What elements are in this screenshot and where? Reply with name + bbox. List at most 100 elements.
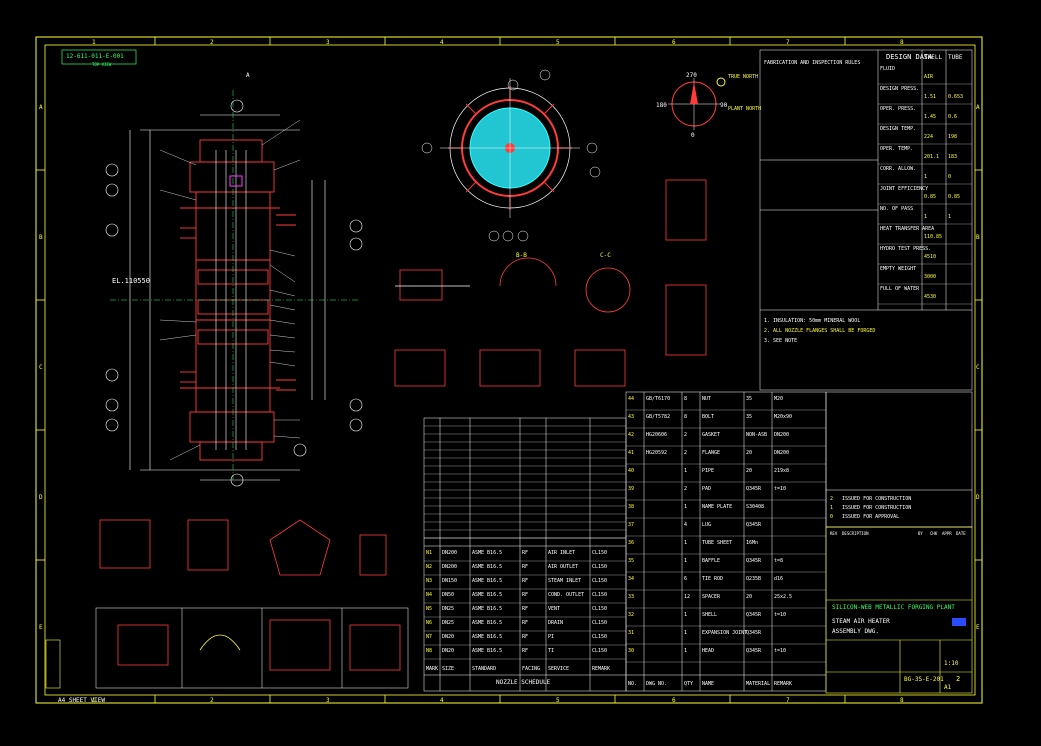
nozzle-cell: CL150 — [592, 564, 608, 570]
border-column-label: 5 — [556, 39, 560, 46]
nozzle-cell: N8 — [426, 648, 433, 654]
border-row-label: C — [976, 364, 980, 371]
parts-cell: Q345R — [746, 612, 762, 618]
true-north-label: TRUE NORTH — [728, 74, 759, 80]
border-column-label: 6 — [672, 697, 676, 704]
nozzle-cell: RF — [522, 564, 529, 570]
parts-cell: Q345R — [746, 558, 762, 564]
nozzle-cell: CL150 — [592, 648, 608, 654]
border-column-label: 4 — [440, 39, 444, 46]
border-column-label: 2 — [210, 697, 214, 704]
revision-cell: ISSUED FOR APPROVAL — [842, 514, 900, 520]
parts-cell: TIE ROD — [702, 576, 724, 582]
parts-cell: 20 — [746, 468, 753, 474]
design-row-key: DESIGN PRESS. — [880, 86, 920, 92]
parts-cell: 4 — [684, 522, 688, 528]
design-row-shell: AIR — [924, 74, 934, 80]
border-row-label: D — [976, 494, 980, 501]
parts-cell: 39 — [628, 486, 635, 492]
design-row-shell: 110.85 — [924, 234, 943, 240]
border-row-label: C — [39, 364, 43, 371]
border-row-label: A — [976, 104, 980, 111]
parts-header: QTY — [684, 681, 694, 687]
design-row-shell: 3000 — [924, 274, 937, 280]
border-row-label: E — [976, 624, 980, 631]
parts-cell: t=10 — [774, 648, 787, 654]
parts-cell: 2 — [684, 450, 688, 456]
parts-cell: 20 — [746, 450, 753, 456]
detail-views — [99, 179, 707, 671]
parts-cell: GB/T6170 — [646, 396, 671, 402]
design-row-key: EMPTY WEIGHT — [880, 266, 917, 272]
nozzle-header: STANDARD — [472, 666, 497, 672]
design-row-tube: 0.653 — [948, 94, 964, 100]
parts-cell: SHELL — [702, 612, 718, 618]
parts-cell: d16 — [774, 576, 784, 582]
nozzle-cell: RF — [522, 620, 529, 626]
design-row-shell: 4510 — [924, 254, 937, 260]
nozzle-cell: CL150 — [592, 606, 608, 612]
parts-cell: NON-ASB — [746, 432, 768, 438]
parts-cell: 8 — [684, 414, 688, 420]
border-column-label: 3 — [326, 39, 330, 46]
parts-header: DWG NO. — [646, 681, 668, 687]
parts-cell: 42 — [628, 432, 635, 438]
border-column-label: 1 — [92, 39, 96, 46]
design-col-tube: TUBE — [948, 54, 963, 61]
parts-cell: LUG — [702, 522, 712, 528]
parts-cell: 44 — [628, 396, 635, 402]
parts-cell: 20 — [746, 594, 753, 600]
parts-cell: t=10 — [774, 612, 787, 618]
border-column-label: 8 — [900, 39, 904, 46]
nozzle-cell: DN20 — [442, 634, 455, 640]
parts-cell: 43 — [628, 414, 635, 420]
plant-north-label: PLANT NORTH — [728, 106, 762, 112]
parts-cell: 1 — [684, 648, 688, 654]
design-row-tube: 1 — [948, 214, 952, 220]
design-row-key: FULL OF WATER — [880, 286, 920, 292]
drawing-type: ASSEMBLY DWG. — [832, 628, 879, 635]
parts-cell: 8 — [684, 396, 688, 402]
revision-header: DATE — [956, 531, 966, 536]
project-name: STEAM AIR HEATER — [832, 618, 890, 625]
nozzle-cell: ASME B16.5 — [472, 648, 503, 654]
design-row-key: OPER. TEMP. — [880, 146, 914, 152]
design-row-shell: 201.1 — [924, 154, 940, 160]
nozzle-cell: N7 — [426, 634, 433, 640]
nozzle-cell: DN200 — [442, 564, 458, 570]
design-row-tube: 0.6 — [948, 114, 958, 120]
nozzle-cell: N4 — [426, 592, 433, 598]
border-column-label: 5 — [556, 697, 560, 704]
border-row-label: B — [39, 234, 43, 241]
north-arrow — [668, 77, 726, 130]
parts-cell: EXPANSION JOINT — [702, 630, 748, 636]
border-row-label: A — [39, 104, 43, 111]
border-row-label: D — [39, 494, 43, 501]
border-column-label: 7 — [786, 697, 790, 704]
parts-cell: t=8 — [774, 558, 784, 564]
parts-cell: Q345R — [746, 630, 762, 636]
design-col-shell: SHELL — [924, 54, 943, 61]
revision-header: BY — [918, 531, 923, 536]
design-row-tube: 198 — [948, 134, 958, 140]
nozzle-cell: N1 — [426, 550, 433, 556]
nozzle-cell: CL150 — [592, 550, 608, 556]
parts-cell: FLANGE — [702, 450, 721, 456]
revision-cell: ISSUED FOR CONSTRUCTION — [842, 496, 912, 502]
parts-cell: GASKET — [702, 432, 721, 438]
design-row-shell: 224 — [924, 134, 934, 140]
design-row-key: CORR. ALLOW. — [880, 166, 917, 172]
compass-180: 180 — [656, 102, 667, 109]
nozzle-cell: ASME B16.5 — [472, 564, 503, 570]
drawing-tag: 12-611-011-E-001 — [66, 53, 124, 60]
design-note-1: 1. INSULATION: 50mm MINERAL WOOL — [764, 318, 861, 324]
nozzle-header: FACING — [522, 666, 541, 672]
parts-cell: 12 — [684, 594, 691, 600]
parts-cell: BAFFLE — [702, 558, 721, 564]
parts-cell: HG20592 — [646, 450, 668, 456]
border-row-label: B — [976, 234, 980, 241]
border-column-label: 1 — [92, 697, 96, 704]
revision-header: CHK — [930, 531, 938, 536]
drawing-tag-sub: TOP VIEW — [92, 62, 112, 67]
design-row-key: JOINT EFFICIENCY — [880, 186, 929, 192]
